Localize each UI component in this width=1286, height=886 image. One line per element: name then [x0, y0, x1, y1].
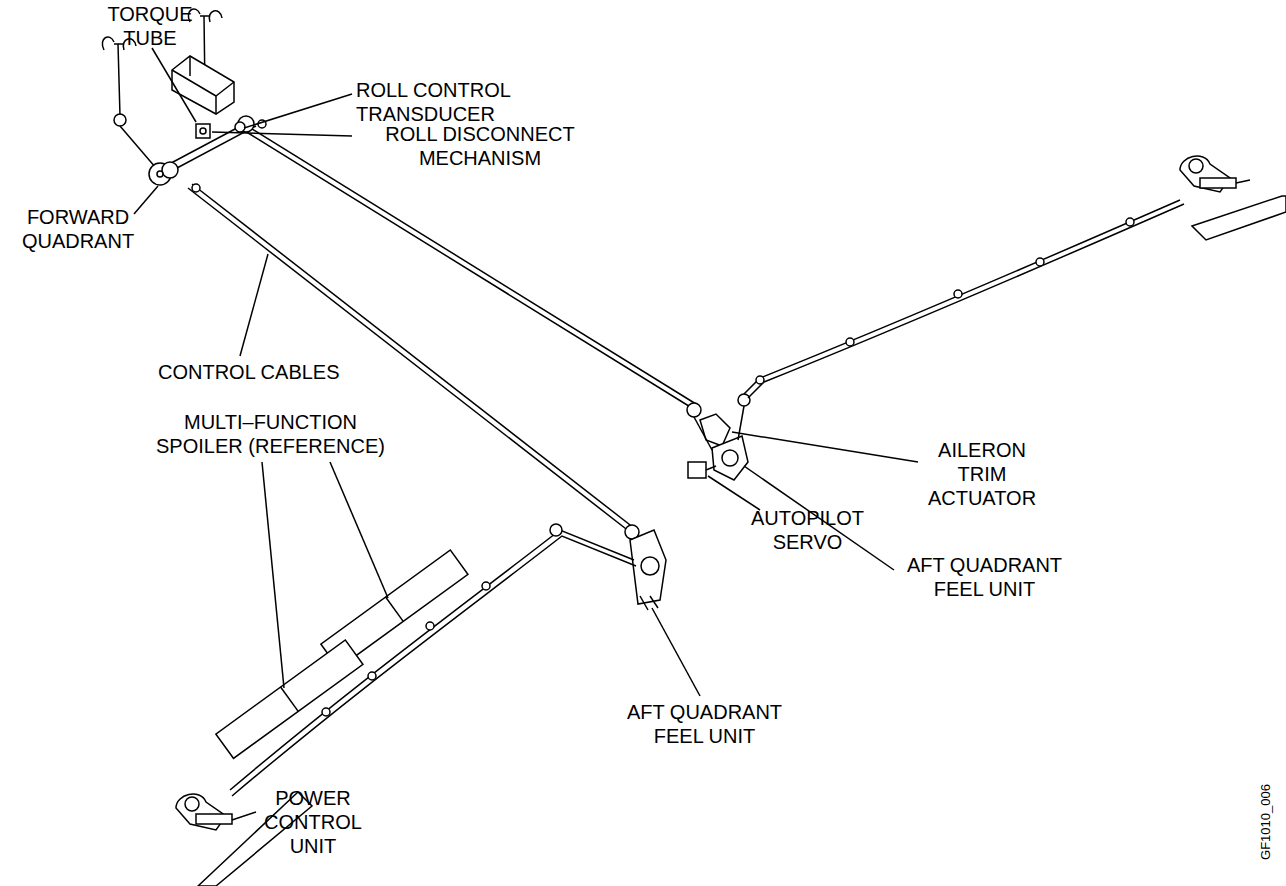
- part-label: ROLL CONTROL TRANSDUCER: [356, 78, 546, 126]
- drawing-number: GF1010_006: [1258, 784, 1274, 860]
- part-label: AUTOPILOT SERVO: [745, 506, 870, 554]
- part-label: AILERON TRIM ACTUATOR: [922, 438, 1042, 510]
- part-label: MULTI–FUNCTION SPOILER (REFERENCE): [148, 410, 393, 458]
- part-label: AFT QUADRANT FEEL UNIT: [897, 553, 1072, 601]
- part-label: AFT QUADRANT FEEL UNIT: [617, 700, 792, 748]
- part-label: CONTROL CABLES: [158, 360, 340, 384]
- part-label: FORWARD QUADRANT: [3, 205, 153, 253]
- part-label: ROLL DISCONNECT MECHANISM: [355, 122, 605, 170]
- part-label: TORQUE TUBE: [100, 2, 200, 50]
- part-label: POWER CONTROL UNIT: [253, 786, 373, 858]
